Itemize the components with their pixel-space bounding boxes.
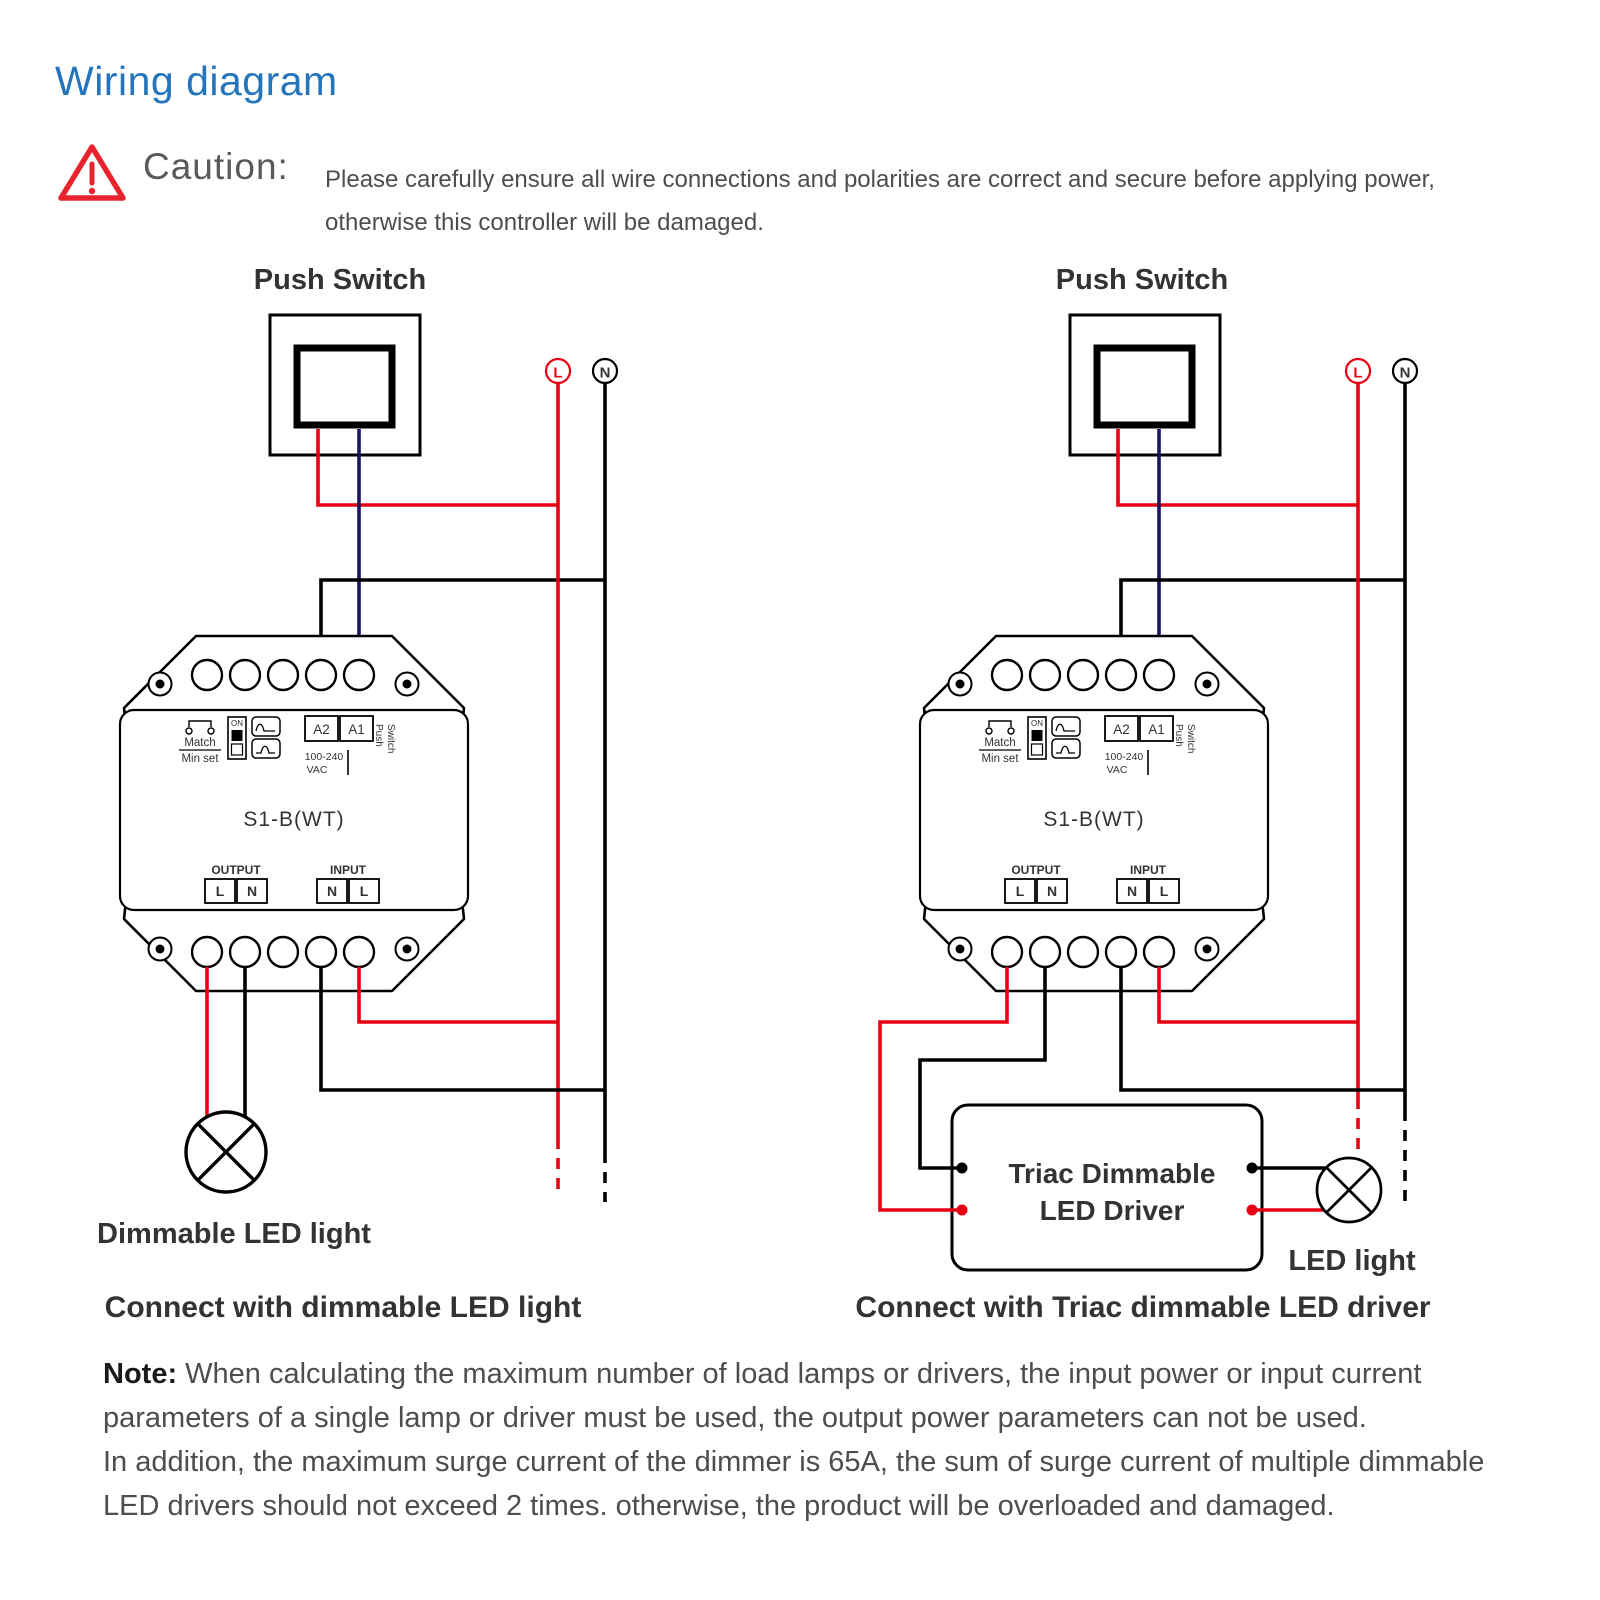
wire-output-l-to-driver xyxy=(878,967,1009,1212)
dimmable-led-lamp xyxy=(184,1110,268,1194)
triac-driver-box xyxy=(950,1103,1264,1272)
note-line-1-text: When calculating the maximum number of l… xyxy=(177,1358,1422,1390)
note-block: Note: When calculating the maximum numbe… xyxy=(103,1352,1523,1528)
neutral-terminal: N xyxy=(1391,357,1419,385)
wire-switch-to-live xyxy=(1116,429,1358,507)
note-label: Note: xyxy=(103,1358,178,1390)
wire-input-n xyxy=(319,967,605,1092)
driver-label-line2: LED Driver xyxy=(1040,1195,1185,1226)
push-switch xyxy=(270,315,420,455)
caution-line-2: otherwise this controller will be damage… xyxy=(325,209,764,236)
push-switch-label: Push Switch xyxy=(254,264,426,296)
right-diagram: Push Switch L N xyxy=(855,264,1430,1324)
note-line-3: In addition, the maximum surge current o… xyxy=(103,1446,1485,1478)
neutral-letter: N xyxy=(600,365,611,382)
lamp-label: Dimmable LED light xyxy=(97,1218,371,1250)
warning-triangle-icon xyxy=(58,144,126,201)
exclamation-dot xyxy=(88,187,96,195)
right-caption: Connect with Triac dimmable LED driver xyxy=(855,1291,1430,1324)
neutral-terminal: N xyxy=(591,357,619,385)
live-letter: L xyxy=(553,365,562,382)
driver-connection-dots xyxy=(956,1162,1258,1216)
note-line-4: LED drivers should not exceed 2 times. o… xyxy=(103,1490,1335,1522)
left-diagram: Push Switch L N Dimmable LED light xyxy=(97,264,619,1324)
page-title: Wiring diagram xyxy=(55,58,338,104)
left-caption: Connect with dimmable LED light xyxy=(105,1291,582,1324)
note-line-1: Note: When calculating the maximum numbe… xyxy=(103,1352,1523,1396)
controller-right xyxy=(918,634,1270,993)
live-letter: L xyxy=(1353,365,1362,382)
lamp-label: LED light xyxy=(1288,1245,1416,1277)
wire-a2-to-neutral xyxy=(1119,578,1405,662)
driver-label-line1: Triac Dimmable xyxy=(1009,1158,1216,1189)
wire-switch-to-live xyxy=(316,429,558,507)
wire-input-n xyxy=(1119,967,1405,1092)
wire-output-n-to-driver xyxy=(918,967,1047,1170)
caution-line-1: Please carefully ensure all wire connect… xyxy=(325,166,1435,193)
caution-text: Please carefully ensure all wire connect… xyxy=(325,158,1505,244)
wire-a2-to-neutral xyxy=(319,578,605,662)
neutral-letter: N xyxy=(1400,365,1411,382)
live-terminal: L xyxy=(1344,357,1372,385)
led-lamp xyxy=(1315,1156,1383,1224)
push-switch-label: Push Switch xyxy=(1056,264,1228,296)
note-line-2: parameters of a single lamp or driver mu… xyxy=(103,1402,1367,1434)
caution-heading: Caution: xyxy=(143,146,289,187)
warning-triangle xyxy=(58,144,126,201)
push-switch xyxy=(1070,315,1220,455)
controller-left xyxy=(118,634,470,993)
wire-input-l xyxy=(1157,967,1358,1024)
wire-input-l xyxy=(357,967,558,1024)
live-terminal: L xyxy=(544,357,572,385)
